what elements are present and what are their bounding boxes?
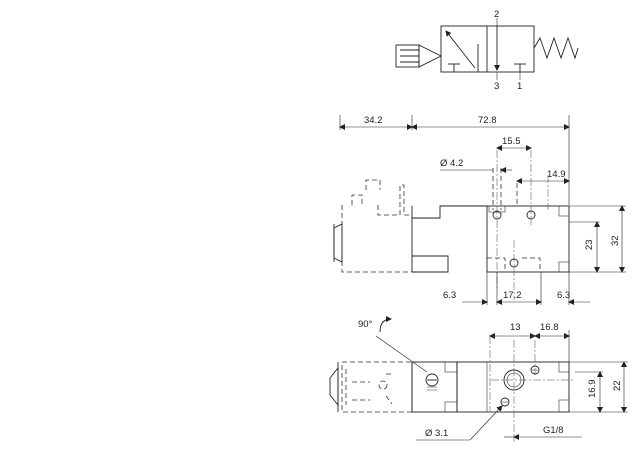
dim-height-inner: 16.9 bbox=[587, 380, 598, 399]
valve-symbol: 2 3 1 bbox=[395, 9, 579, 92]
body-corner-detail bbox=[558, 399, 570, 413]
coil-outline-hidden bbox=[341, 361, 413, 413]
flange-outline bbox=[412, 205, 487, 219]
dim-bottom-left: 6.3 bbox=[443, 290, 456, 301]
dim-height-total: 32 bbox=[610, 235, 621, 246]
dim-right-width: 16.8 bbox=[540, 322, 559, 333]
dim-port-spacing: 13 bbox=[510, 322, 521, 333]
body-corner-detail bbox=[558, 205, 570, 217]
flange-foot bbox=[412, 255, 449, 273]
dim-right-offset: 14.9 bbox=[547, 169, 566, 180]
dim-body-length: 72.8 bbox=[478, 115, 497, 126]
valve-body bbox=[486, 205, 570, 273]
hole-hidden bbox=[492, 168, 502, 210]
port-label-3: 3 bbox=[494, 81, 499, 92]
rotation-label: 90° bbox=[358, 319, 373, 330]
dim-coil-length: 34.2 bbox=[364, 115, 383, 126]
body-corner-detail bbox=[558, 361, 570, 373]
flange-detail bbox=[444, 361, 458, 373]
dim-hole-spacing: 15.5 bbox=[502, 136, 521, 147]
coil-outline-hidden bbox=[341, 205, 412, 273]
flange-detail bbox=[444, 401, 458, 413]
mounting-hole bbox=[500, 397, 510, 407]
dim-bottom-mid: 17.2 bbox=[503, 290, 522, 301]
screw-detail bbox=[427, 386, 437, 391]
flow-arrow bbox=[445, 30, 476, 69]
rotation-arrow bbox=[379, 316, 392, 333]
coil-end-cap bbox=[329, 366, 339, 407]
coil-end-cap bbox=[333, 223, 343, 263]
dim-hole-diameter: Ø 3.1 bbox=[425, 428, 448, 439]
connector-outline-hidden bbox=[365, 179, 381, 190]
valve-envelope bbox=[440, 25, 535, 73]
pilot-triangle bbox=[418, 44, 443, 68]
valve-body bbox=[456, 361, 570, 413]
return-spring bbox=[533, 36, 579, 60]
body-corner-detail bbox=[558, 261, 570, 273]
connector-pin-hidden bbox=[378, 380, 388, 390]
dim-hole-diameter: Ø 4.2 bbox=[440, 158, 463, 169]
coil-outline-hidden bbox=[351, 194, 363, 205]
rotation-leader bbox=[375, 335, 428, 373]
dim-height-inner: 23 bbox=[584, 239, 595, 250]
connector-outline-hidden bbox=[377, 184, 412, 216]
dim-height-total: 22 bbox=[612, 380, 623, 391]
top-view: 90° 13 bbox=[329, 316, 628, 442]
port-hidden bbox=[522, 257, 541, 272]
leader-line bbox=[469, 405, 503, 441]
manual-override-screw bbox=[425, 373, 439, 387]
dim-bottom-right: 6.3 bbox=[557, 290, 570, 301]
front-view: 34.2 72.8 bbox=[333, 115, 626, 305]
port-label-1: 1 bbox=[517, 81, 522, 92]
port-hidden bbox=[487, 257, 506, 272]
thread-label: G1/8 bbox=[543, 425, 564, 436]
port-label-2: 2 bbox=[494, 9, 499, 20]
coil-detail-hidden bbox=[345, 369, 393, 405]
